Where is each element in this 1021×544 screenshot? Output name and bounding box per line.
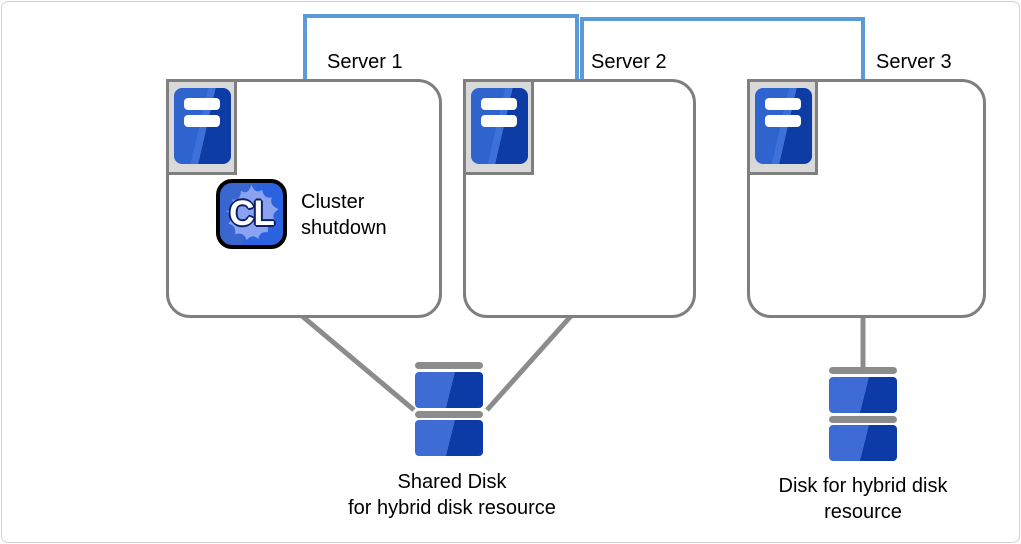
disk-platter <box>829 377 897 413</box>
disk-platter <box>829 425 897 461</box>
cl-splat-shape <box>226 184 279 241</box>
tower-slot-bar <box>765 115 801 127</box>
network-link-server2-server3 <box>580 17 865 82</box>
server3-label: Server 3 <box>876 51 952 73</box>
connector-server2-shared-disk <box>485 314 573 412</box>
server-tower-icon <box>755 88 812 164</box>
server-tower-icon <box>174 88 231 164</box>
hybrid-disk-label-line1: Disk for hybrid disk <box>778 475 948 497</box>
cluster-shutdown-line1: Cluster <box>301 191 365 213</box>
disk-cap <box>829 367 897 374</box>
disk-cap <box>415 362 483 369</box>
server2-box <box>463 79 696 318</box>
cluster-shutdown-line2: shutdown <box>301 217 387 239</box>
cluster-shutdown-label: Cluster shutdown <box>301 189 387 241</box>
disk-platter <box>415 372 483 408</box>
disk-cap <box>415 411 483 418</box>
server1-icon <box>166 79 237 175</box>
hybrid-disk-label: Disk for hybrid disk resource <box>753 473 973 525</box>
server1-label: Server 1 <box>327 51 403 73</box>
hybrid-disk-icon <box>829 367 897 461</box>
shared-disk-label-line2: for hybrid disk resource <box>348 497 556 519</box>
tower-slot-bar <box>765 98 801 110</box>
disk-platter <box>415 420 483 456</box>
tower-slot-bar <box>184 115 220 127</box>
server2-label: Server 2 <box>591 51 667 73</box>
server3-icon <box>747 79 818 175</box>
expresscluster-logo-icon: CL <box>216 179 287 249</box>
server2-icon <box>463 79 534 175</box>
shared-disk-icon <box>415 362 483 456</box>
cl-icon-text: CL <box>229 194 275 233</box>
hybrid-disk-label-line2: resource <box>824 501 902 523</box>
tower-slot-bar <box>481 98 517 110</box>
connector-server1-shared-disk <box>300 314 416 412</box>
tower-slot-bar <box>184 98 220 110</box>
tower-slot-bar <box>481 115 517 127</box>
network-link-server1-server2 <box>303 14 579 82</box>
disk-cap <box>829 416 897 423</box>
shared-disk-label: Shared Disk for hybrid disk resource <box>290 469 614 521</box>
server-tower-icon <box>471 88 528 164</box>
shared-disk-label-line1: Shared Disk <box>397 471 507 493</box>
